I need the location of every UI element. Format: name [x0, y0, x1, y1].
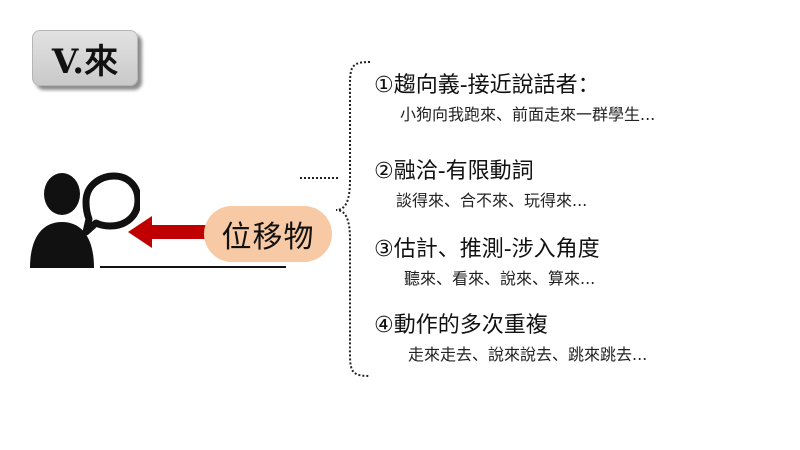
usage-item-3: ③估計、推測-涉入角度 聽來、看來、說來、算來... [374, 236, 600, 290]
curly-bracket [335, 61, 371, 377]
usage-item-2: ②融洽-有限動詞 談得來、合不來、玩得來... [374, 158, 587, 212]
usage-item-heading: ③估計、推測-涉入角度 [374, 237, 600, 262]
slide-title: V.來 [32, 30, 138, 86]
usage-item-heading: ①趨向義-接近說話者： [374, 73, 600, 98]
usage-item-example: 談得來、合不來、玩得來... [396, 191, 588, 210]
usage-item-heading: ④動作的多次重複 [374, 313, 548, 338]
usage-item-heading: ②融洽-有限動詞 [374, 159, 534, 184]
usage-item-4: ④動作的多次重複 走來走去、說來說去、跳來跳去... [374, 312, 647, 366]
usage-item-example: 聽來、看來、說來、算來... [404, 269, 596, 288]
usage-item-1: ①趨向義-接近說話者： 小狗向我跑來、前面走來一群學生... [374, 72, 655, 126]
connector-line [300, 177, 340, 179]
left-arrow-icon [128, 216, 216, 248]
baseline-divider [100, 266, 286, 268]
usage-item-example: 走來走去、說來說去、跳來跳去... [408, 345, 648, 364]
displacement-object-label: 位移物 [204, 206, 332, 262]
usage-item-example: 小狗向我跑來、前面走來一群學生... [400, 105, 656, 124]
person-speech-bubble-icon [30, 172, 140, 268]
